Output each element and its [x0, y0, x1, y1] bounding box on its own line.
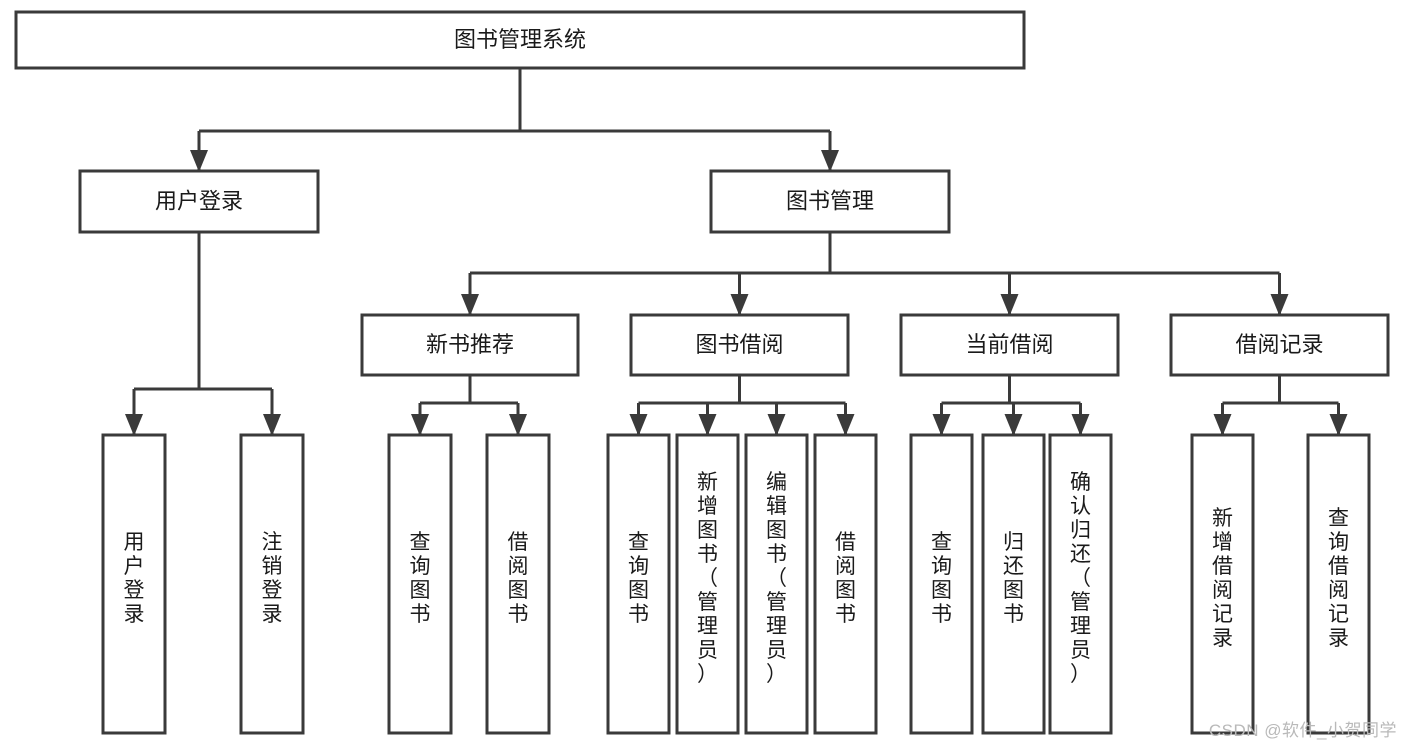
arrow-head-icon — [629, 414, 648, 436]
arrow-head-icon — [1000, 294, 1019, 316]
arrow-head-icon — [932, 414, 951, 436]
node-label: 编辑图书（管理员） — [766, 471, 787, 686]
node-label: 用户登录 — [124, 531, 145, 626]
node-label: 借阅图书 — [508, 531, 529, 626]
node-box — [1306, 433, 1371, 735]
node-box — [1169, 313, 1390, 377]
node-box — [1190, 433, 1255, 735]
arrow-head-icon — [190, 150, 208, 172]
node-lf-8[interactable]: 借阅图书 — [813, 433, 878, 735]
node-label: 归还图书 — [1003, 531, 1024, 626]
node-box — [709, 169, 951, 234]
node-box — [485, 433, 551, 735]
node-layer: 图书管理系统用户登录图书管理新书推荐图书借阅当前借阅借阅记录用户登录注销登录查询… — [14, 10, 1390, 735]
arrow-head-icon — [125, 414, 143, 436]
arrow-head-icon — [1270, 294, 1289, 316]
node-lf-13[interactable]: 查询借阅记录 — [1306, 433, 1371, 735]
node-label: 用户登录 — [155, 188, 243, 213]
node-box — [981, 433, 1046, 735]
node-label: 借阅图书 — [835, 531, 856, 626]
node-l2-1[interactable]: 用户登录 — [78, 169, 320, 234]
node-lf-5[interactable]: 查询图书 — [606, 433, 671, 735]
node-box — [899, 313, 1120, 377]
node-l3-4[interactable]: 借阅记录 — [1169, 313, 1390, 377]
arrow-head-icon — [821, 150, 839, 172]
arrow-head-icon — [263, 414, 281, 436]
node-box — [78, 169, 320, 234]
node-box — [239, 433, 305, 735]
node-box — [629, 313, 850, 377]
arrow-head-icon — [1329, 414, 1348, 436]
edge-layer — [125, 68, 1348, 436]
node-lf-9[interactable]: 查询图书 — [909, 433, 974, 735]
node-lf-1[interactable]: 用户登录 — [101, 433, 167, 735]
node-label: 图书管理系统 — [454, 27, 586, 52]
node-l3-3[interactable]: 当前借阅 — [899, 313, 1120, 377]
arrow-head-icon — [1071, 414, 1090, 436]
arrow-head-icon — [698, 414, 717, 436]
node-lf-3[interactable]: 查询图书 — [387, 433, 453, 735]
node-label: 注销登录 — [262, 531, 283, 626]
node-label: 查询图书 — [931, 531, 952, 626]
node-lf-7[interactable]: 编辑图书（管理员） — [744, 433, 809, 735]
node-lf-4[interactable]: 借阅图书 — [485, 433, 551, 735]
node-lf-12[interactable]: 新增借阅记录 — [1190, 433, 1255, 735]
node-lf-10[interactable]: 归还图书 — [981, 433, 1046, 735]
node-label: 新书推荐 — [426, 332, 514, 357]
arrow-head-icon — [836, 414, 855, 436]
node-box — [744, 433, 809, 735]
node-label: 图书管理 — [786, 188, 874, 213]
node-label: 当前借阅 — [965, 332, 1053, 357]
node-lf-2[interactable]: 注销登录 — [239, 433, 305, 735]
node-label: 查询图书 — [628, 531, 649, 626]
node-box — [1048, 433, 1113, 735]
node-l3-2[interactable]: 图书借阅 — [629, 313, 850, 377]
arrow-head-icon — [411, 414, 429, 436]
arrow-head-icon — [509, 414, 527, 436]
node-lf-11[interactable]: 确认归还（管理员） — [1048, 433, 1113, 735]
node-root[interactable]: 图书管理系统 — [14, 10, 1026, 70]
node-box — [813, 433, 878, 735]
arrow-head-icon — [730, 294, 749, 316]
node-label: 新增图书（管理员） — [697, 471, 718, 686]
arrow-head-icon — [1004, 414, 1023, 436]
arrow-head-icon — [1213, 414, 1232, 436]
node-box — [675, 433, 740, 735]
node-label: 确认归还（管理员） — [1070, 471, 1091, 686]
node-box — [360, 313, 580, 377]
node-box — [909, 433, 974, 735]
node-label: 借阅记录 — [1235, 332, 1323, 357]
node-box — [606, 433, 671, 735]
node-label: 图书借阅 — [695, 332, 783, 357]
arrow-head-icon — [461, 294, 479, 316]
node-label: 查询借阅记录 — [1328, 507, 1349, 650]
node-label: 查询图书 — [410, 531, 431, 626]
node-box — [387, 433, 453, 735]
arrow-head-icon — [767, 414, 786, 436]
node-box — [101, 433, 167, 735]
node-box — [14, 10, 1026, 70]
node-l2-2[interactable]: 图书管理 — [709, 169, 951, 234]
node-lf-6[interactable]: 新增图书（管理员） — [675, 433, 740, 735]
node-l3-1[interactable]: 新书推荐 — [360, 313, 580, 377]
node-label: 新增借阅记录 — [1212, 507, 1233, 650]
